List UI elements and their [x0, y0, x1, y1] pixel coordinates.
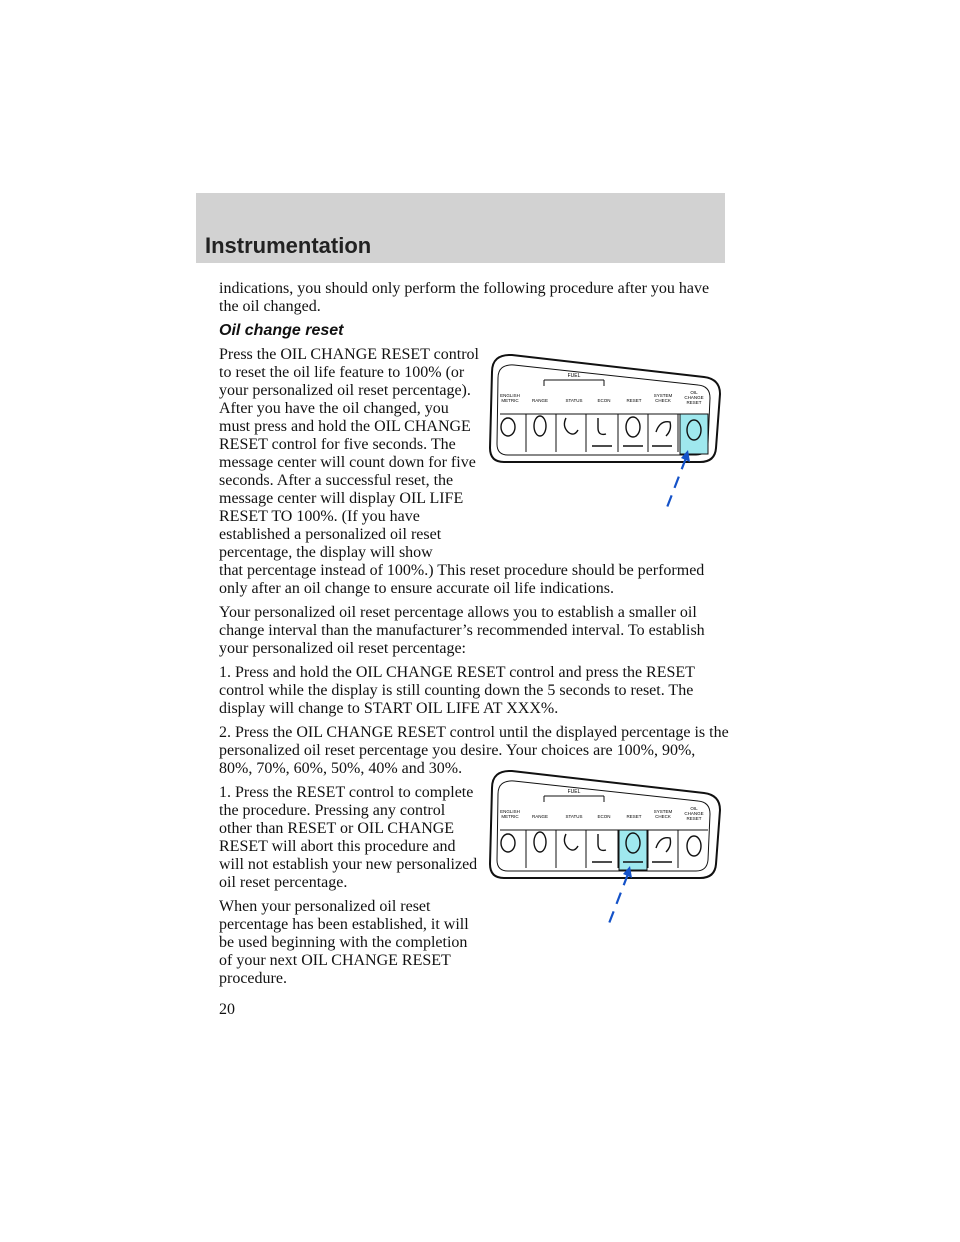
fuel-label: FUEL — [568, 373, 581, 379]
label-oil: OIL — [690, 390, 698, 395]
label-oil-reset: RESET — [686, 816, 701, 821]
highlight-oil-change-reset — [679, 413, 709, 455]
step-3: 1. Press the RESET control to complete t… — [219, 784, 478, 891]
label-metric: METRIC — [501, 814, 519, 819]
label-english: ENGLISH — [500, 809, 520, 814]
label-change: CHANGE — [684, 811, 703, 816]
paragraph-oil-change-reset: Press the OIL CHANGE RESET control to re… — [219, 346, 729, 598]
label-change: CHANGE — [684, 395, 703, 400]
label-check: CHECK — [655, 814, 671, 819]
label-reset: RESET — [626, 814, 641, 819]
pointer-arrow — [606, 873, 630, 927]
step-1: 1. Press and hold the OIL CHANGE RESET c… — [219, 664, 695, 717]
control-panel-figure-2: FUEL ENGLISH METRIC RANGE STATUS ECON RE… — [482, 768, 722, 928]
label-range: RANGE — [532, 814, 548, 819]
label-reset: RESET — [626, 398, 641, 403]
paragraph-1-wrapped: Press the OIL CHANGE RESET control to re… — [219, 346, 479, 561]
control-panel-figure-1: FUEL ENGLISH METRIC RANGE STATUS ECON RE… — [482, 352, 722, 512]
intro-paragraph: indications, you should only perform the… — [219, 280, 710, 315]
section-title: Instrumentation — [205, 233, 372, 258]
label-range: RANGE — [532, 398, 548, 403]
label-econ: ECON — [597, 814, 610, 819]
label-oil: OIL — [690, 806, 698, 811]
fuel-label: FUEL — [568, 789, 581, 795]
subheading-oil-change-reset: Oil change reset — [219, 322, 344, 339]
control-panel-illustration: FUEL ENGLISH METRIC RANGE STATUS ECON RE… — [488, 353, 722, 511]
page-number: 20 — [219, 1001, 235, 1018]
label-oil-reset: RESET — [686, 400, 701, 405]
label-check: CHECK — [655, 398, 671, 403]
section-header-band: Instrumentation — [196, 193, 725, 263]
label-system: SYSTEM — [654, 809, 673, 814]
paragraph-personalized: Your personalized oil reset percentage a… — [219, 604, 705, 657]
label-status: STATUS — [565, 398, 582, 403]
paragraph-1-continued: that percentage instead of 100%.) This r… — [219, 562, 705, 597]
label-system: SYSTEM — [654, 393, 673, 398]
page-content: indications, you should only perform the… — [219, 280, 729, 994]
label-metric: METRIC — [501, 398, 519, 403]
pointer-arrow — [664, 457, 688, 511]
step-2: 2. Press the OIL CHANGE RESET control un… — [219, 724, 729, 777]
label-english: ENGLISH — [500, 393, 520, 398]
label-econ: ECON — [597, 398, 610, 403]
label-status: STATUS — [565, 814, 582, 819]
closing-paragraph: When your personalized oil reset percent… — [219, 898, 469, 987]
highlight-reset — [618, 829, 648, 871]
control-panel-illustration-reset: FUEL ENGLISH METRIC RANGE STATUS ECON RE… — [488, 769, 722, 927]
